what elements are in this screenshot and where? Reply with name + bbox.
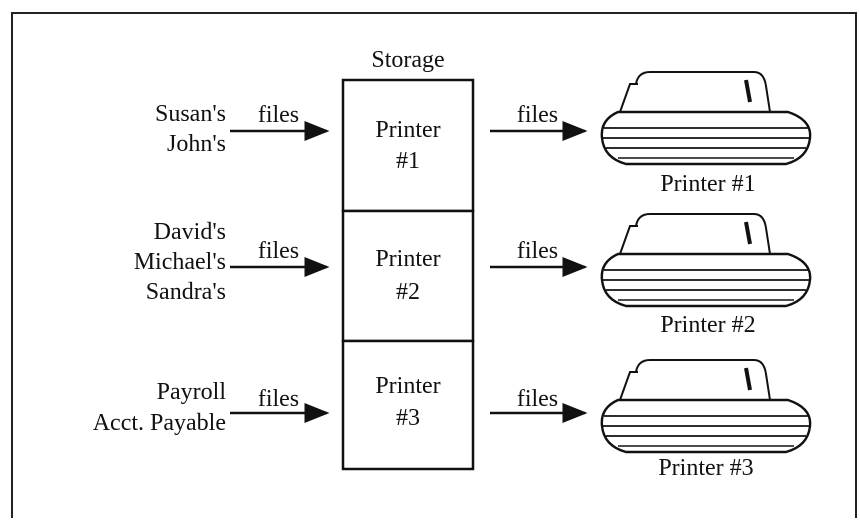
printer-icon	[599, 358, 813, 454]
sender-label: Payroll	[156, 379, 226, 405]
printer-caption: Printer #1	[660, 171, 756, 197]
printer-icon	[599, 70, 813, 166]
files-in-label: files	[257, 102, 300, 128]
storage-box-2	[341, 209, 475, 343]
sender-label: John's	[166, 131, 226, 157]
files-out-label: files	[516, 386, 559, 412]
storage-title: Storage	[371, 47, 445, 73]
storage-box-label-line1: Printer	[375, 246, 441, 272]
storage-box-label-line2: #3	[396, 405, 420, 431]
sender-label: David's	[153, 219, 226, 245]
storage-box-label-line2: #2	[396, 279, 420, 305]
sender-label: Sandra's	[145, 279, 226, 305]
printer-caption: Printer #2	[660, 312, 756, 338]
storage-box-label-line1: Printer	[375, 373, 441, 399]
printer-caption: Printer #3	[658, 455, 754, 481]
files-in-label: files	[257, 386, 300, 412]
files-in-label: files	[257, 238, 300, 264]
files-out-label: files	[516, 238, 559, 264]
sender-label: Susan's	[154, 101, 226, 127]
storage-box-label-line1: Printer	[375, 117, 441, 143]
files-out-label: files	[516, 102, 559, 128]
storage-box-1	[341, 78, 475, 213]
printer-icon	[599, 212, 813, 308]
sender-label: Acct. Payable	[92, 410, 226, 436]
storage-box-label-line2: #1	[396, 148, 420, 174]
storage-box-3	[341, 339, 475, 471]
sender-label: Michael's	[133, 249, 226, 275]
